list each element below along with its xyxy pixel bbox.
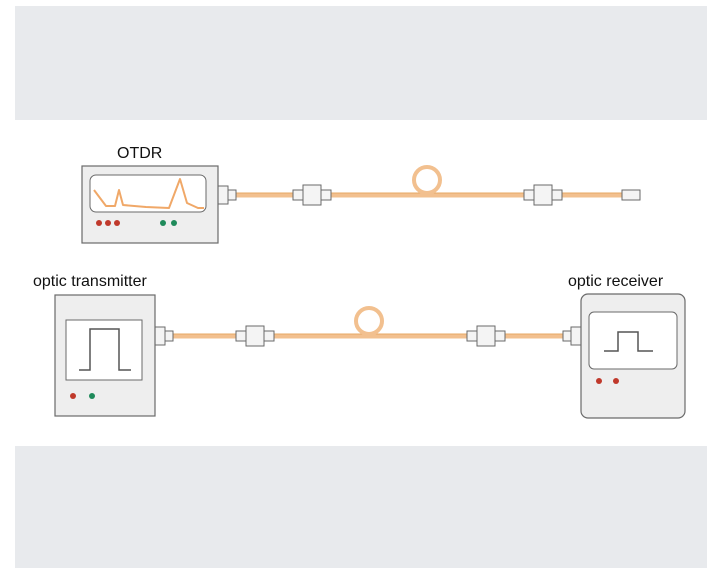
otdr-fiber-end-ferrule [621,189,641,201]
transmitter-green-led [89,393,95,399]
otdr-fiber-loop [412,165,442,195]
otdr-red-leds [96,220,120,226]
link-fiber-connector-1 [235,325,275,347]
transmitter-device [54,294,156,417]
receiver-screen [588,311,678,370]
otdr-green-leds [160,220,177,226]
otdr-device [81,165,219,244]
receiver-pulse [604,331,653,352]
transmitter-label: optic transmitter [33,273,147,290]
receiver-red-led-1 [596,378,602,384]
bottom-background-band [15,446,707,568]
otdr-fiber-connector-2 [523,184,563,206]
transmitter-output-connector [154,326,174,346]
transmitter-screen [65,319,143,381]
link-fiber-connector-2 [466,325,506,347]
otdr-output-connector [217,185,237,205]
otdr-label: OTDR [117,145,163,162]
receiver-device [580,293,686,419]
transmitter-pulse [79,328,131,371]
otdr-fiber-connector-1 [292,184,332,206]
receiver-input-connector [562,326,582,346]
receiver-red-led-2 [613,378,619,384]
receiver-label: optic receiver [568,273,664,290]
otdr-trace [93,178,204,209]
transmitter-red-led [70,393,76,399]
top-background-band [15,6,707,120]
link-fiber-loop [354,306,384,336]
